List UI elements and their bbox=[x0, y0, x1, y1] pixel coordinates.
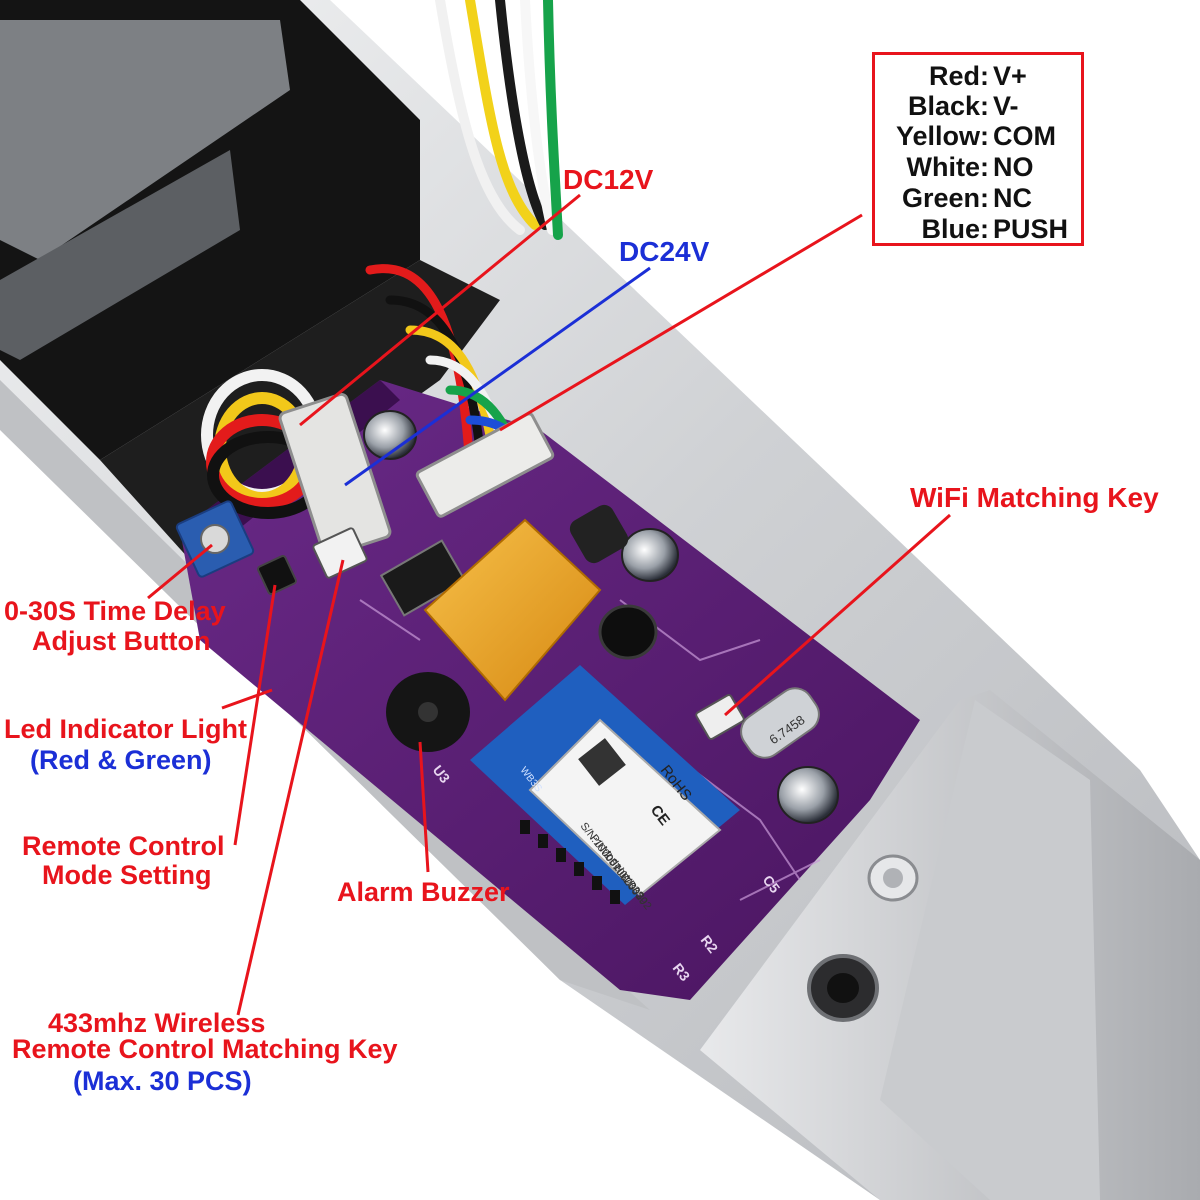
label-rf-line3: (Max. 30 PCS) bbox=[73, 1066, 252, 1096]
callout-led bbox=[221, 688, 273, 710]
legend-key: Blue: bbox=[921, 214, 990, 244]
legend-key: Black: bbox=[907, 91, 989, 121]
label-remote-mode-line1: Remote Control bbox=[22, 831, 225, 861]
callout-lines bbox=[147, 193, 951, 1016]
wire-color-legend: Red: V+ Black: V- Yellow: COM White: NO … bbox=[872, 52, 1084, 246]
callout-legend bbox=[499, 213, 863, 432]
callout-buzzer bbox=[418, 741, 430, 873]
label-time-delay-line2: Adjust Button bbox=[32, 626, 211, 656]
capacitor-middle bbox=[621, 528, 679, 582]
legend-value: V- bbox=[993, 91, 1019, 121]
label-dc24v: DC24V bbox=[619, 236, 710, 267]
label-led-line2: (Red & Green) bbox=[30, 745, 212, 775]
wire-connector-right bbox=[415, 412, 555, 518]
alarm-buzzer bbox=[386, 672, 470, 752]
label-led-line1: Led Indicator Light bbox=[4, 714, 247, 744]
legend-value: PUSH bbox=[993, 214, 1069, 244]
transistor bbox=[598, 604, 658, 660]
legend-key: Red: bbox=[929, 61, 989, 91]
callout-rf-key bbox=[236, 559, 345, 1016]
legend-value: COM bbox=[993, 121, 1056, 151]
legend-value: NC bbox=[993, 183, 1032, 213]
label-remote-mode-line2: Mode Setting bbox=[42, 860, 212, 890]
label-rf-line2: Remote Control Matching Key bbox=[12, 1034, 398, 1064]
capacitor-right bbox=[777, 766, 839, 824]
crystal-oscillator: 6.7458 bbox=[740, 687, 820, 759]
wifi-key-button bbox=[695, 694, 745, 740]
callout-dc24v bbox=[344, 266, 651, 487]
label-alarm-buzzer: Alarm Buzzer bbox=[337, 877, 510, 907]
legend-value: V+ bbox=[993, 61, 1027, 91]
callout-time-delay bbox=[147, 543, 213, 600]
label-rf-line1: 433mhz Wireless bbox=[48, 1008, 266, 1038]
legend-key: Yellow: bbox=[895, 121, 989, 151]
wire-bundle bbox=[435, 0, 563, 240]
relay bbox=[423, 518, 602, 702]
module-pins bbox=[520, 820, 620, 904]
push-button-mode bbox=[312, 527, 368, 579]
callout-wifi-key bbox=[724, 513, 951, 717]
legend-key: White: bbox=[906, 152, 989, 182]
callout-dc12v bbox=[299, 193, 581, 427]
legend-value: NO bbox=[993, 152, 1034, 182]
label-dc12v: DC12V bbox=[563, 164, 654, 195]
rf-key-button bbox=[257, 555, 297, 595]
ic-chip bbox=[379, 539, 467, 617]
label-time-delay-line1: 0-30S Time Delay bbox=[4, 596, 226, 626]
callout-remote-mode bbox=[233, 584, 277, 846]
inductor bbox=[569, 504, 629, 564]
legend-key: Green: bbox=[901, 183, 989, 213]
label-wifi-matching-key: WiFi Matching Key bbox=[910, 482, 1159, 513]
